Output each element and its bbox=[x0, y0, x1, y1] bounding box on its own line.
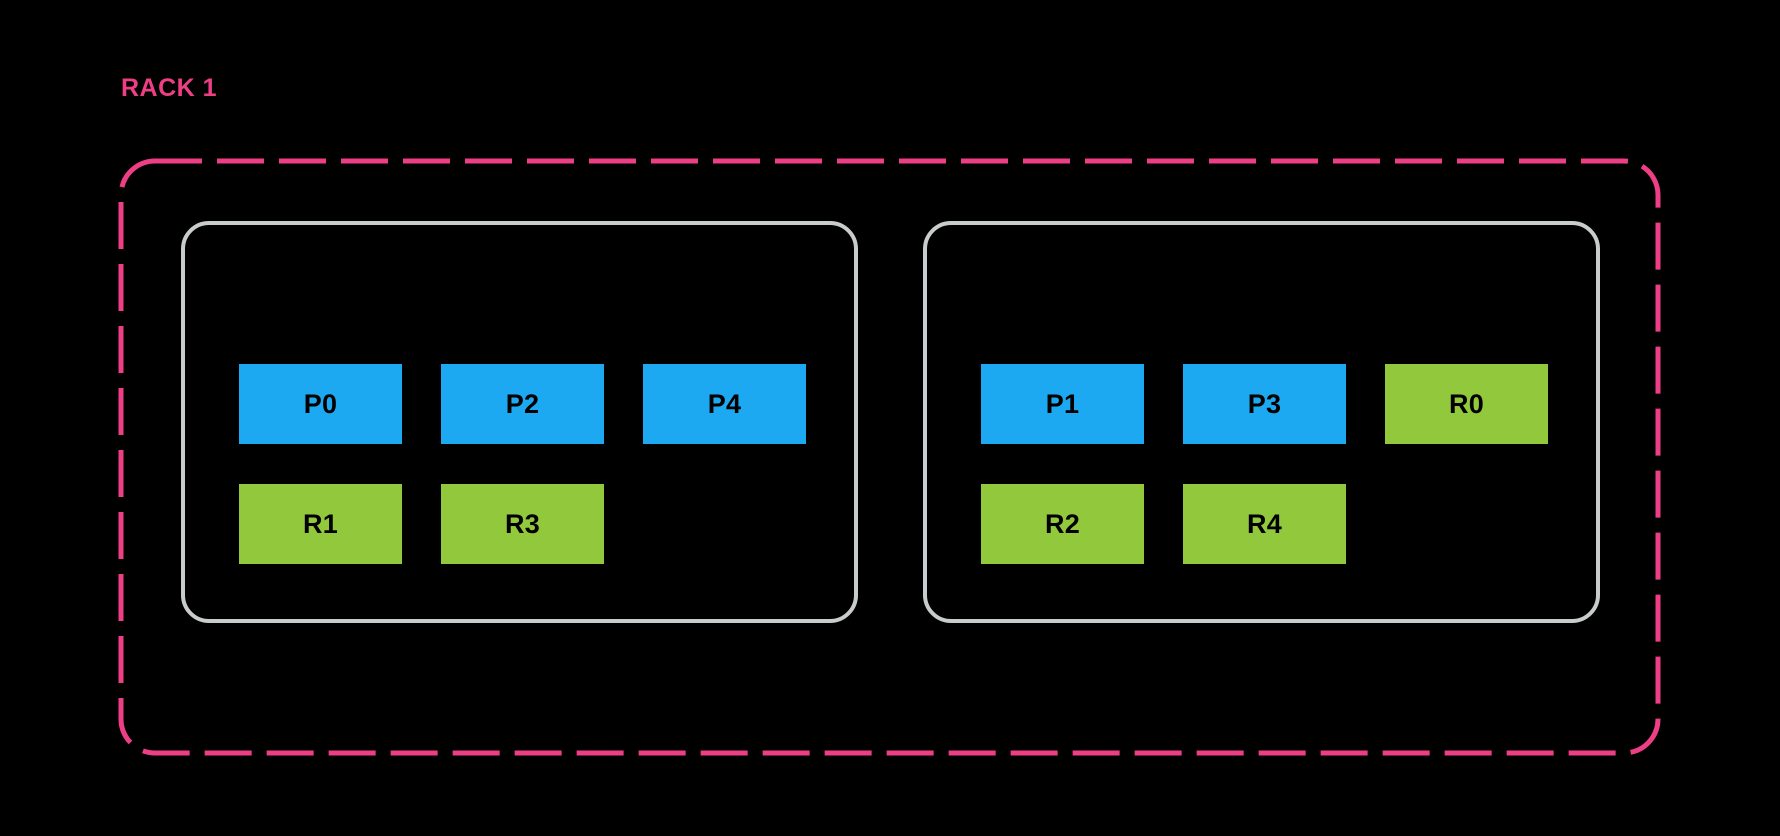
unit-p2[interactable]: P2 bbox=[441, 364, 604, 444]
unit-r3[interactable]: R3 bbox=[441, 484, 604, 564]
unit-r0[interactable]: R0 bbox=[1385, 364, 1548, 444]
unit-r2[interactable]: R2 bbox=[981, 484, 1144, 564]
rack-title: RACK 1 bbox=[121, 74, 218, 102]
unit-r1[interactable]: R1 bbox=[239, 484, 402, 564]
unit-p1[interactable]: P1 bbox=[981, 364, 1144, 444]
unit-p3[interactable]: P3 bbox=[1183, 364, 1346, 444]
unit-r4[interactable]: R4 bbox=[1183, 484, 1346, 564]
unit-p4[interactable]: P4 bbox=[643, 364, 806, 444]
unit-p0[interactable]: P0 bbox=[239, 364, 402, 444]
